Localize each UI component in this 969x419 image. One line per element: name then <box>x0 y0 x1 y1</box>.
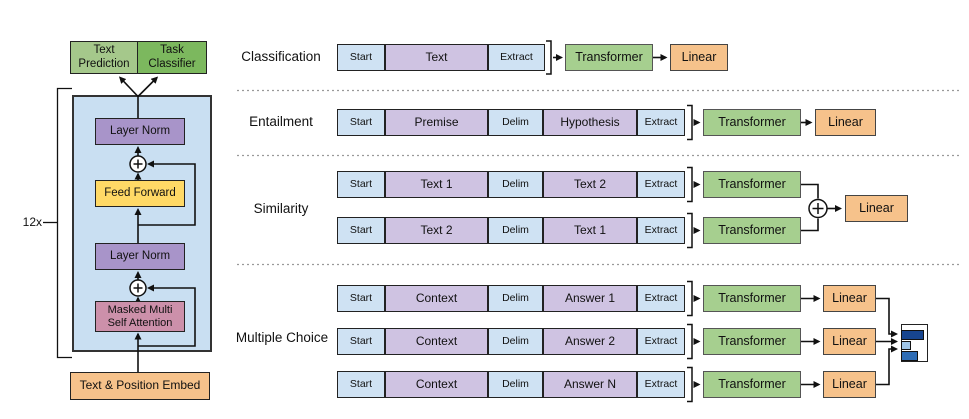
row-bracket <box>687 366 693 403</box>
feed-forward-label: Feed Forward <box>104 186 176 199</box>
transformer-box: Transformer <box>703 217 801 244</box>
linear-box: Linear <box>823 371 876 398</box>
linear-box: Linear <box>815 109 876 136</box>
token: Extract <box>488 44 545 71</box>
layer-norm-bottom-box: Layer Norm <box>95 243 185 270</box>
token: Start <box>337 109 385 136</box>
task-label-multiple-choice: Multiple Choice <box>235 330 329 345</box>
row-bracket <box>687 323 693 360</box>
stack-bracket <box>56 87 72 359</box>
token: Context <box>385 371 488 398</box>
token: Hypothesis <box>543 109 637 136</box>
token: Start <box>337 285 385 312</box>
task-label-classification: Classification <box>241 49 321 64</box>
answer-distribution-box <box>901 324 928 362</box>
token: Premise <box>385 109 488 136</box>
sum-icon <box>808 198 828 219</box>
row-bracket <box>687 212 693 249</box>
embed-label: Text & Position Embed <box>79 378 201 393</box>
text-prediction-label: Text Prediction <box>78 44 130 70</box>
token: Context <box>385 285 488 312</box>
transformer-box: Transformer <box>703 171 801 198</box>
elbow-connector <box>801 218 819 232</box>
distribution-bar <box>901 330 924 340</box>
token: Start <box>337 371 385 398</box>
token: Delim <box>488 109 543 136</box>
transformer-box: Transformer <box>565 44 653 71</box>
row-bracket <box>687 280 693 317</box>
plus-glyph <box>812 203 824 214</box>
feed-forward-box: Feed Forward <box>95 180 185 207</box>
token: Extract <box>637 109 685 136</box>
token: Start <box>337 328 385 355</box>
elbow-connector <box>801 183 819 199</box>
repeat-count-label: 12x <box>22 215 42 229</box>
transformer-box: Transformer <box>703 371 801 398</box>
linear-box: Linear <box>823 328 876 355</box>
token: Answer 2 <box>543 328 637 355</box>
token: Start <box>337 44 385 71</box>
token: Delim <box>488 285 543 312</box>
text-prediction-box: Text Prediction <box>70 41 138 74</box>
token: Extract <box>637 285 685 312</box>
to-text-prediction-arrow <box>118 76 139 98</box>
embed-box: Text & Position Embed <box>70 372 210 400</box>
row-bracket <box>546 40 552 75</box>
token: Text 2 <box>543 171 637 198</box>
task-classifier-box: Task Classifier <box>137 41 207 74</box>
layer-norm-label: Layer Norm <box>109 124 171 137</box>
token: Answer N <box>543 371 637 398</box>
masked-attention-label: Masked Multi Self Attention <box>107 303 173 329</box>
token: Text 2 <box>385 217 488 244</box>
transformer-box: Transformer <box>703 285 801 312</box>
token: Text <box>385 44 488 71</box>
token: Delim <box>488 328 543 355</box>
to-task-classifier-arrow <box>137 76 159 98</box>
elbow-connector <box>876 345 898 386</box>
token: Text 1 <box>543 217 637 244</box>
task-label-similarity: Similarity <box>253 201 309 216</box>
token: Start <box>337 217 385 244</box>
token: Extract <box>637 217 685 244</box>
masked-attention-box: Masked Multi Self Attention <box>95 301 185 332</box>
linear-box: Linear <box>670 44 728 71</box>
task-classifier-label: Task Classifier <box>148 44 196 70</box>
linear-box: Linear <box>823 285 876 312</box>
token: Extract <box>637 328 685 355</box>
token: Context <box>385 328 488 355</box>
token: Delim <box>488 371 543 398</box>
distribution-bar <box>901 351 918 361</box>
token: Start <box>337 171 385 198</box>
layer-norm-top-box: Layer Norm <box>95 118 185 145</box>
token: Extract <box>637 371 685 398</box>
task-label-entailment: Entailment <box>249 114 313 129</box>
token: Answer 1 <box>543 285 637 312</box>
elbow-connector <box>876 297 898 338</box>
row-bracket <box>687 104 693 141</box>
row-bracket <box>687 166 693 203</box>
layer-norm-label: Layer Norm <box>109 249 171 262</box>
linear-box: Linear <box>845 195 908 222</box>
token: Extract <box>637 171 685 198</box>
distribution-bar <box>901 341 911 350</box>
token: Delim <box>488 171 543 198</box>
token: Text 1 <box>385 171 488 198</box>
token: Delim <box>488 217 543 244</box>
transformer-box: Transformer <box>703 328 801 355</box>
transformer-box: Transformer <box>703 109 801 136</box>
